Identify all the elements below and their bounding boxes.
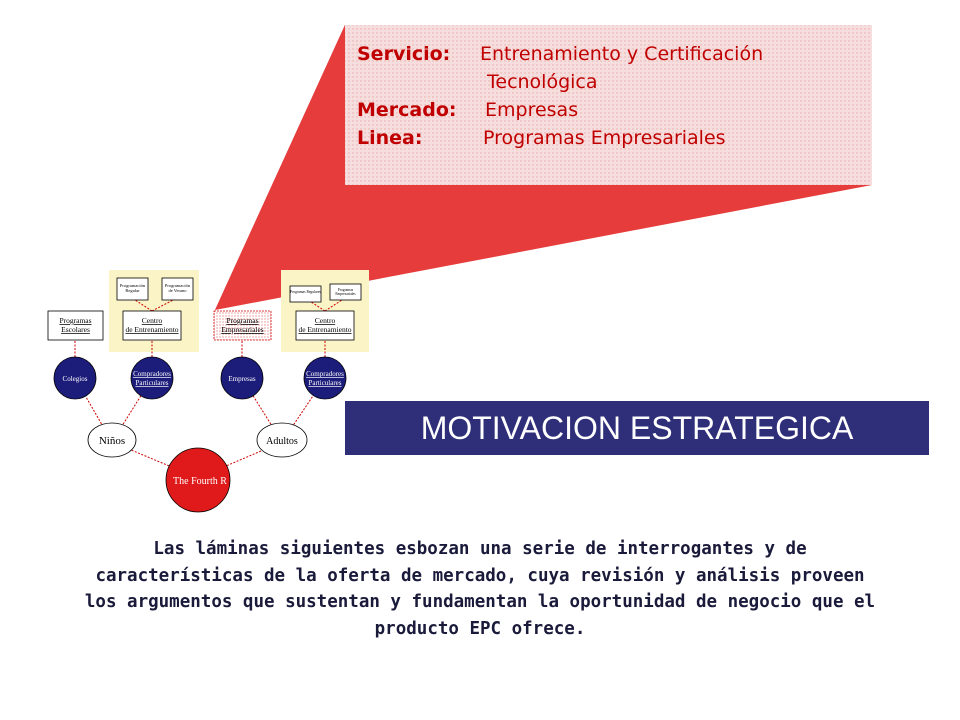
line-box-centro-entrenamiento <box>122 310 182 341</box>
sub-program-box <box>329 283 362 301</box>
root-label: The Fourth R <box>173 476 227 487</box>
servicio-label: Servicio: <box>357 43 451 65</box>
market-node-empresas <box>220 356 264 400</box>
strategic-motivation-banner: MOTIVACION ESTRATEGICA <box>345 401 929 455</box>
callout-wedge <box>215 25 872 310</box>
mercado-label: Mercado: <box>357 99 457 121</box>
root-node <box>165 447 231 513</box>
callout-row-linea: Linea: Programas Empresariales <box>357 124 857 152</box>
linea-value: Programas Empresariales <box>483 127 726 149</box>
segment-label: Adultos <box>266 436 298 447</box>
sub-program-box <box>289 285 322 303</box>
sub-program-box <box>161 277 194 301</box>
callout-row-servicio-cont: Tecnológica <box>357 68 857 96</box>
callout-box <box>345 25 872 185</box>
callout-details: Servicio: Entrenamiento y Certificación … <box>357 40 857 152</box>
market-label: Colegios <box>63 375 88 383</box>
mercado-value: Empresas <box>485 99 579 121</box>
line-box-programas-empresariales <box>213 310 272 341</box>
description-paragraph: Las láminas siguientes esbozan una serie… <box>84 539 876 639</box>
segment-node-adultos <box>256 422 308 458</box>
market-node-compradores <box>130 356 174 400</box>
market-node-colegios <box>53 356 97 400</box>
callout-row-mercado: Mercado: Empresas <box>357 96 857 124</box>
segment-label: Niños <box>99 435 125 447</box>
servicio-value: Entrenamiento y Certificación <box>480 43 764 65</box>
line-box-programas-escolares <box>47 310 104 341</box>
linea-label: Linea: <box>357 127 423 149</box>
callout-row-servicio: Servicio: Entrenamiento y Certificación <box>357 40 857 68</box>
market-node-compradores <box>303 356 347 400</box>
line-box-centro-entrenamiento <box>295 310 355 341</box>
segment-node-ninos <box>87 422 137 458</box>
sub-program-label: Programas Regulares <box>290 290 321 294</box>
market-label: Empresas <box>228 375 255 383</box>
sub-program-box <box>116 277 149 301</box>
servicio-value-cont: Tecnológica <box>487 71 598 93</box>
